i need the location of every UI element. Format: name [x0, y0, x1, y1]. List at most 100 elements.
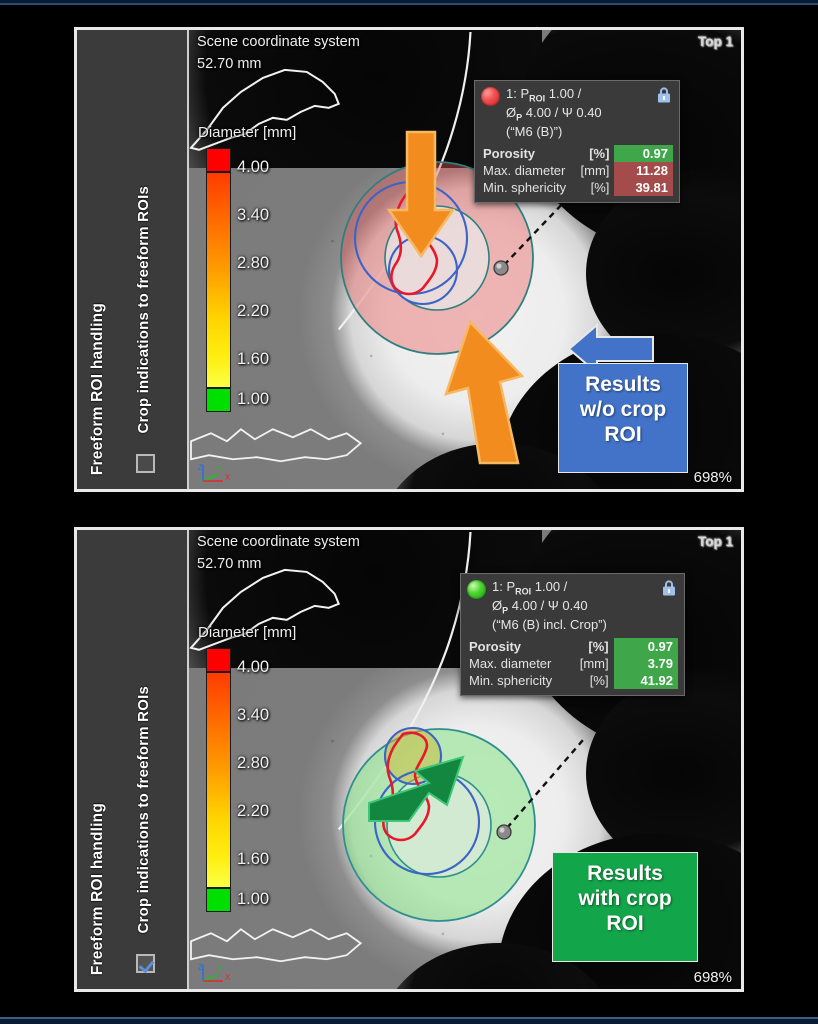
svg-text:Y: Y: [217, 965, 223, 974]
scene-coordinate-label-bottom: Scene coordinate system: [197, 534, 360, 550]
info-line-2-top: ØP 4.00 / Ψ 0.40: [506, 105, 649, 124]
metric-value: 0.97: [614, 144, 673, 162]
callout-line: Results: [585, 373, 661, 396]
metric-value: 41.92: [613, 671, 678, 689]
callout-results-with-crop: Results with crop ROI: [552, 852, 698, 962]
crop-indications-checkbox-bottom[interactable]: [136, 954, 155, 973]
metric-value: 3.79: [613, 654, 678, 672]
sidebar-freeform-roi-handling-bottom: Freeform ROI handling Crop indications t…: [77, 530, 189, 989]
metric-value: 11.28: [614, 161, 673, 179]
info-line1-sub-top: ROI: [529, 93, 546, 104]
colorbar-tick: 2.80: [237, 254, 270, 272]
svg-text:Z: Z: [198, 463, 203, 472]
colorbar-tick: 3.40: [237, 706, 270, 724]
info-line-3-bottom: (“M6 (B) incl. Crop”): [492, 617, 607, 633]
annotation-arrow-upright-bottom: [368, 755, 465, 822]
info-line1-value-top: 1.00 /: [545, 86, 582, 101]
table-row: Max. diameter [mm] 11.28: [481, 161, 673, 179]
table-row: Min. sphericity [%] 41.92: [467, 671, 678, 689]
diameter-symbol-top: Ø: [506, 105, 517, 121]
sidebar-freeform-roi-handling-top: Freeform ROI handling Crop indications t…: [77, 30, 189, 489]
metric-label: Porosity: [469, 638, 522, 654]
info-line1-sub-bottom: ROI: [515, 586, 532, 597]
zoom-level-label-top: 698%: [693, 469, 732, 486]
scene-scale-label-top: 52.70 mm: [197, 56, 262, 72]
callout-line: w/o crop: [579, 397, 667, 421]
metric-unit: [mm]: [579, 655, 609, 671]
colorbar-title-top: Diameter [mm]: [198, 124, 297, 141]
diameter-colorbar-top: [206, 148, 231, 412]
axis-triad-icon-top: Z Y X: [198, 463, 231, 482]
callout-line: ROI: [604, 422, 642, 446]
info-line-2-bottom: ØP 4.00 / Ψ 0.40: [492, 598, 654, 617]
measurement-info-panel-top[interactable]: 1: PROI 1.00 / ØP 4.00 / Ψ 0.40 (“M6 (B)…: [474, 80, 680, 203]
metric-value: 0.97: [613, 637, 678, 655]
metrics-table-top: Porosity [%] 0.97 Max. diameter [mm] 11.…: [481, 144, 673, 196]
view-orientation-label-top: Top 1: [698, 34, 733, 49]
measurement-info-panel-bottom[interactable]: 1: PROI 1.00 / ØP 4.00 / Ψ 0.40 (“M6 (B)…: [460, 573, 685, 696]
sidebar-group-label-bottom: Freeform ROI handling: [89, 802, 106, 975]
metric-label: Max. diameter: [469, 655, 552, 671]
annotation-arrow-down-top: [386, 130, 456, 259]
svg-text:X: X: [225, 973, 231, 982]
lock-icon-bottom[interactable]: [660, 579, 678, 597]
metric-unit: [%]: [589, 672, 609, 688]
metric-unit: [%]: [588, 638, 609, 654]
axis-triad-icon-bottom: Z Y X: [198, 963, 231, 982]
diameter-sub-top: P: [516, 112, 523, 123]
info-line-1-bottom: 1: PROI 1.00 /: [492, 579, 654, 598]
metric-label: Min. sphericity: [469, 672, 553, 688]
view-orientation-label-bottom: Top 1: [698, 534, 733, 549]
colorbar-ticks-top: 4.00 3.40 2.80 2.20 1.60 1.00: [237, 148, 307, 412]
sidebar-option-label-top: Crop indications to freeform ROIs: [135, 185, 152, 433]
metric-unit: [%]: [589, 145, 610, 161]
diameter-colorbar-bottom: [206, 648, 231, 912]
info-line-1-top: 1: PROI 1.00 /: [506, 86, 649, 105]
info-line1-prefix-bottom: 1: P: [492, 579, 516, 594]
scene-scale-label-bottom: 52.70 mm: [197, 556, 262, 572]
zoom-level-label-bottom: 698%: [693, 969, 732, 986]
svg-text:Z: Z: [198, 963, 203, 972]
info-line1-prefix-top: 1: P: [506, 86, 530, 101]
lock-icon-top[interactable]: [655, 86, 673, 104]
window-bottom-edge: [0, 1017, 818, 1024]
callout-line: ROI: [606, 911, 644, 935]
callout-results-without-crop: Results w/o crop ROI: [558, 363, 688, 473]
table-row: Min. sphericity [%] 39.81: [481, 178, 673, 196]
colorbar-tick: 1.60: [237, 350, 270, 368]
diameter-symbol-bottom: Ø: [492, 598, 503, 614]
colorbar-tick: 1.00: [237, 390, 270, 408]
colorbar-tick: 1.60: [237, 850, 270, 868]
info-line-3-top: (“M6 (B)”): [506, 124, 563, 140]
metrics-table-bottom: Porosity [%] 0.97 Max. diameter [mm] 3.7…: [467, 637, 678, 689]
sidebar-group-label-top: Freeform ROI handling: [89, 302, 106, 475]
metric-value: 39.81: [614, 178, 673, 196]
colorbar-tick: 2.20: [237, 802, 270, 820]
table-row: Porosity [%] 0.97: [467, 637, 678, 655]
colorbar-tick: 4.00: [237, 158, 270, 176]
metric-label: Min. sphericity: [483, 179, 567, 195]
colorbar-tick: 3.40: [237, 206, 270, 224]
diameter-sub-bottom: P: [502, 605, 509, 616]
table-row: Porosity [%] 0.97: [481, 144, 673, 162]
metric-label: Porosity: [483, 145, 536, 161]
window-top-edge: [0, 0, 818, 5]
metric-unit: [mm]: [580, 162, 610, 178]
info-line1-value-bottom: 1.00 /: [531, 579, 568, 594]
colorbar-tick: 2.80: [237, 754, 270, 772]
callout-line: Results: [587, 862, 663, 885]
colorbar-title-bottom: Diameter [mm]: [198, 624, 297, 641]
table-row: Max. diameter [mm] 3.79: [467, 654, 678, 672]
svg-text:Y: Y: [217, 465, 223, 474]
metric-unit: [%]: [590, 179, 610, 195]
colorbar-tick: 1.00: [237, 890, 270, 908]
sidebar-option-label-bottom: Crop indications to freeform ROIs: [135, 685, 152, 933]
roi-status-bullet-top: [481, 87, 500, 106]
info-line2-rest-bottom: 4.00 / Ψ 0.40: [508, 598, 588, 614]
svg-text:X: X: [225, 473, 231, 482]
scene-coordinate-label-top: Scene coordinate system: [197, 34, 360, 50]
colorbar-ticks-bottom: 4.00 3.40 2.80 2.20 1.60 1.00: [237, 648, 307, 912]
info-line2-rest-top: 4.00 / Ψ 0.40: [522, 105, 602, 121]
metric-label: Max. diameter: [483, 162, 566, 178]
crop-indications-checkbox-top[interactable]: [136, 454, 155, 473]
